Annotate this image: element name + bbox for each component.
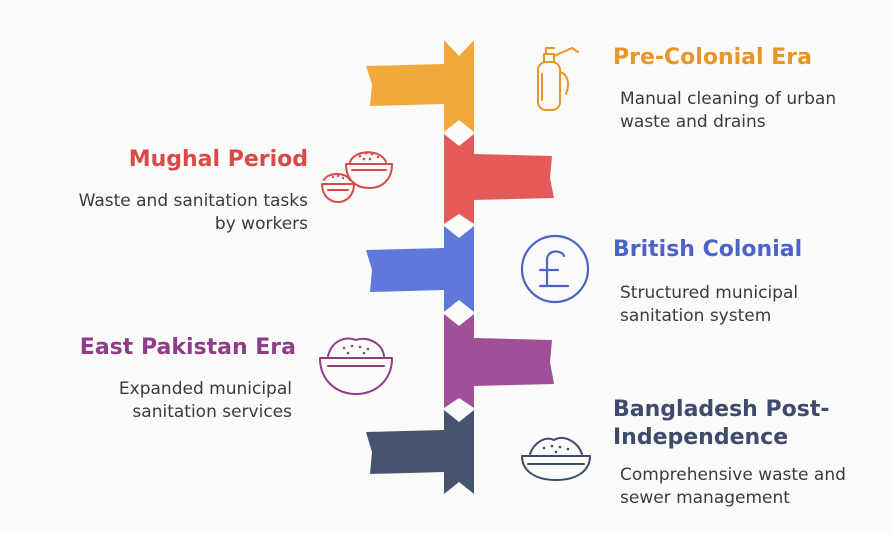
segment-british — [366, 226, 474, 312]
pound-coin-icon — [520, 234, 590, 304]
step-title-pre-colonial: Pre-Colonial Era — [613, 45, 812, 70]
segment-east-pakistan — [444, 314, 554, 408]
step-description-bangladesh: Comprehensive waste and sewer management — [620, 465, 846, 508]
step-title-east-pakistan: East Pakistan Era — [79, 335, 296, 360]
segment-bangladesh — [366, 410, 474, 494]
segment-mughal — [444, 134, 554, 224]
step-title-mughal: Mughal Period — [128, 147, 308, 172]
rice-bowl-icon — [319, 337, 393, 395]
dish-bowl-icon — [521, 436, 591, 481]
step-description-mughal: Waste and sanitation tasks by workers — [78, 191, 308, 234]
fire-extinguisher-icon — [537, 47, 579, 111]
segment-pre-colonial — [366, 40, 474, 132]
step-description-british: Structured municipal sanitation system — [620, 283, 799, 326]
step-title-bangladesh: Bangladesh Post- Independence — [613, 397, 830, 450]
food-bowls-icon — [321, 151, 393, 203]
step-description-pre-colonial: Manual cleaning of urban waste and drain… — [620, 89, 837, 132]
step-title-british: British Colonial — [613, 237, 803, 262]
step-description-east-pakistan: Expanded municipal sanitation services — [118, 379, 292, 422]
